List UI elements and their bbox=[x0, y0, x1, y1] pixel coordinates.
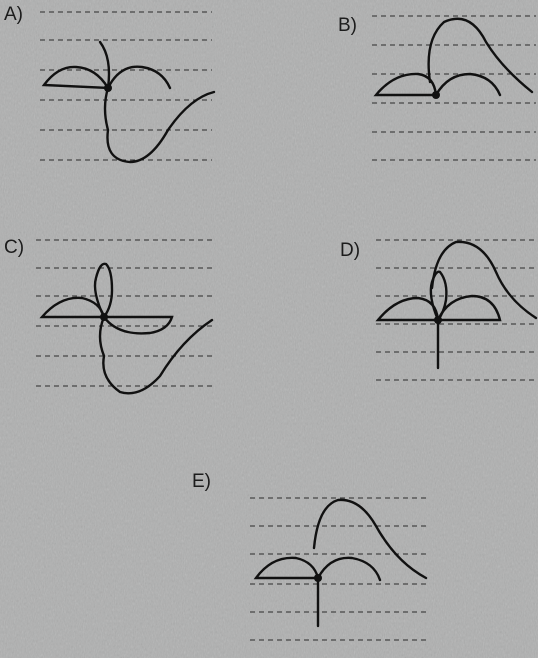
option-a-label: A) bbox=[4, 5, 23, 24]
option-d-label: D) bbox=[340, 241, 360, 260]
option-e-label: E) bbox=[192, 472, 211, 491]
option-c-label: C) bbox=[4, 238, 24, 257]
option-b-label: B) bbox=[338, 16, 357, 35]
